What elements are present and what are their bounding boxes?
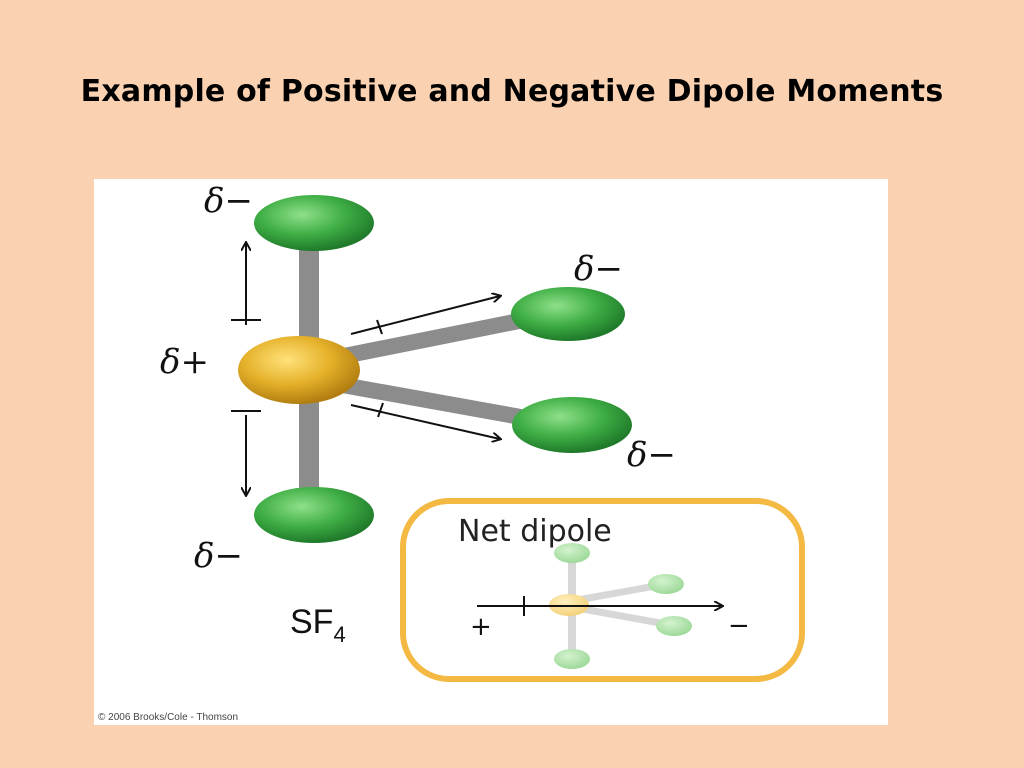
molecule-label: SF4 — [290, 603, 346, 647]
copyright-notice: © 2006 Brooks/Cole - Thomson — [98, 712, 239, 723]
fluorine-atom-bottom — [254, 487, 374, 543]
atoms — [238, 195, 632, 543]
charge-label-top: δ− — [204, 181, 253, 221]
fluorine-atom-upper-right — [511, 287, 625, 341]
inset-plus-sign: + — [470, 612, 492, 642]
molecule-label-main: SF — [290, 603, 333, 641]
inset-fluorine-lower-right — [656, 616, 692, 636]
sf4-figure: δ− δ− δ+ δ− δ− SF4 Net dipole + − — [94, 179, 888, 725]
inset-border — [400, 498, 805, 682]
charge-label-upper-right: δ− — [574, 249, 623, 289]
dipole-arrow-upper-right-cross — [376, 319, 383, 335]
inset-bond-lower-right — [571, 603, 672, 629]
dipole-arrow-lower-right — [350, 404, 500, 439]
charge-label-lower-right: δ− — [627, 435, 676, 475]
net-dipole-inset: Net dipole + − — [400, 498, 805, 682]
fluorine-atom-lower-right — [512, 397, 632, 453]
inset-fluorine-bottom — [554, 649, 590, 669]
bond-top — [299, 223, 319, 371]
charge-label-center: δ+ — [160, 342, 209, 382]
dipole-arrows — [231, 243, 500, 495]
fluorine-atom-top — [254, 195, 374, 251]
molecule-label-subscript: 4 — [333, 622, 345, 647]
sulfur-atom-center — [238, 336, 360, 404]
slide-title: Example of Positive and Negative Dipole … — [80, 74, 944, 109]
inset-fluorine-upper-right — [648, 574, 684, 594]
charge-label-bottom: δ− — [194, 536, 243, 576]
inset-minus-sign: − — [728, 611, 750, 641]
dipole-arrow-upper-right — [350, 296, 500, 335]
sf4-diagram: δ− δ− δ+ δ− δ− SF4 Net dipole + − — [160, 181, 805, 682]
inset-title: Net dipole — [458, 514, 612, 549]
inset-bond-upper-right — [571, 581, 662, 605]
inset-fluorine-top — [554, 543, 590, 563]
bond-bottom — [299, 371, 319, 519]
dipole-arrow-lower-right-cross — [377, 402, 384, 418]
